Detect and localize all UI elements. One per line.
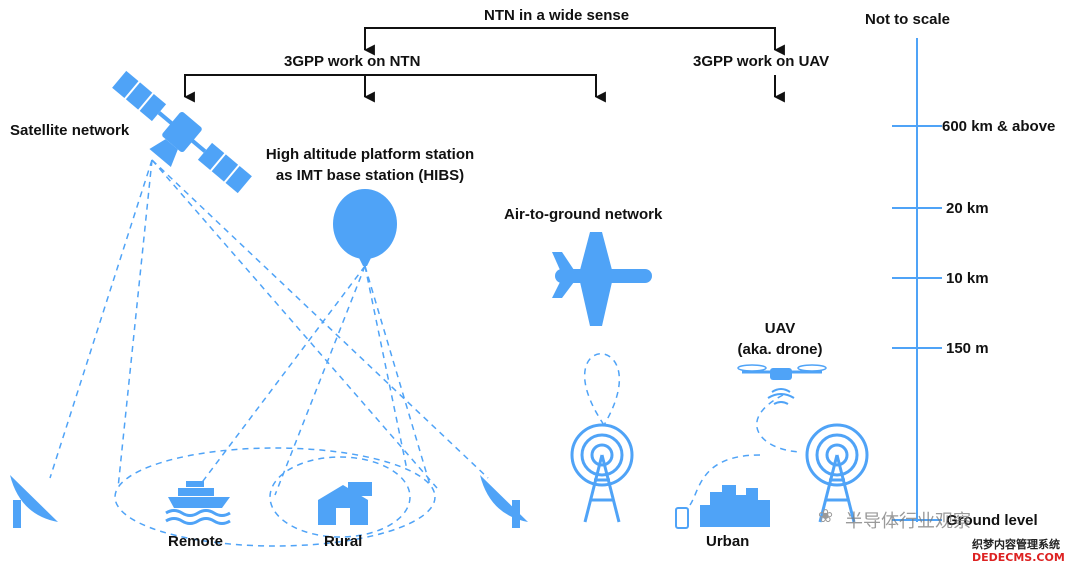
drone-icon: [737, 364, 827, 405]
scale-tick-ground: Ground level: [946, 512, 1038, 529]
uav-label-line1: UAV: [764, 320, 796, 337]
coverage-links: [49, 159, 801, 547]
balloon-icon: [333, 189, 397, 266]
barn-icon: [318, 482, 372, 525]
satellite-dish-left-icon: [10, 475, 58, 528]
phone-icon: [675, 507, 689, 529]
ntn-wide-label: NTN in a wide sense: [484, 7, 630, 24]
scale-title: Not to scale: [865, 11, 951, 28]
ship-icon: [165, 481, 231, 525]
area-urban-label: Urban: [706, 533, 750, 550]
hibs-label-line2: as IMT base station (HIBS): [275, 167, 465, 184]
scale-tick-150m: 150 m: [946, 340, 989, 357]
area-remote-label: Remote: [168, 533, 224, 550]
scale-tick-20km: 20 km: [946, 200, 989, 217]
watermark-title: 半导体行业观察: [845, 511, 971, 532]
scale-tick-10km: 10 km: [946, 270, 989, 287]
city-skyline-icon: [700, 485, 770, 527]
satellite-dish-right-icon: [480, 475, 528, 528]
a2g-network-label: Air-to-ground network: [504, 206, 663, 223]
scale-tick-600km: 600 km & above: [942, 118, 1056, 135]
satellite-network-label: Satellite network: [10, 122, 130, 139]
gpp-ntn-label: 3GPP work on NTN: [284, 53, 421, 70]
gpp-uav-label: 3GPP work on UAV: [693, 53, 830, 70]
hierarchy-brackets: [183, 27, 785, 103]
altitude-scale: [892, 38, 942, 522]
watermark-site: DEDECMS.COM: [972, 551, 1065, 564]
watermark-logo-icon: ❀: [818, 506, 834, 527]
satellite-icon: [112, 70, 252, 194]
cell-tower-urban-icon: [805, 423, 869, 523]
airplane-icon: [552, 232, 652, 326]
uav-label-line2: (aka. drone): [737, 341, 823, 358]
watermark-subtitle: 织梦内容管理系统: [972, 538, 1060, 551]
cell-tower-a2g-icon: [570, 423, 634, 523]
hibs-label-line1: High altitude platform station: [265, 146, 475, 163]
area-rural-label: Rural: [324, 533, 363, 550]
